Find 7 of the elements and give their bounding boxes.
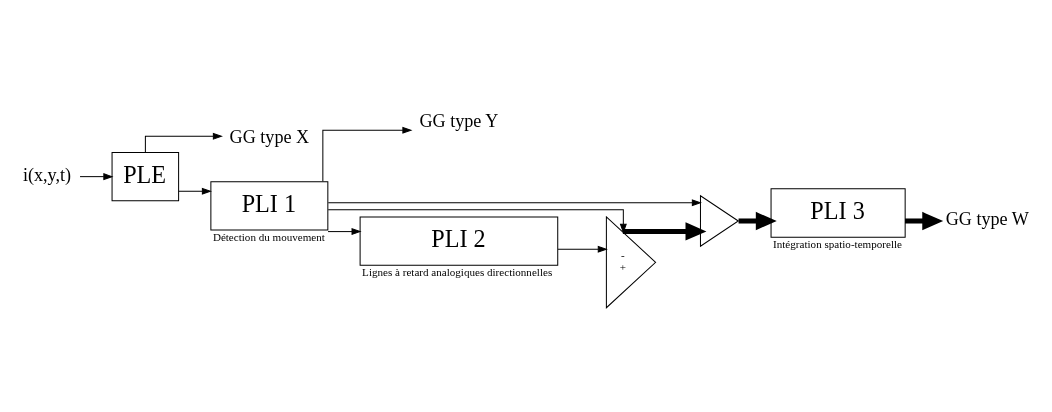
node-text: GG type Y: [419, 110, 499, 131]
node-text: i(x,y,t): [22, 165, 72, 186]
node-text: GG type X: [229, 126, 310, 147]
node-label: Lignes à retard analogiques directionnelles: [362, 266, 553, 279]
node-text: GG type W: [945, 209, 1029, 230]
node-label: Intégration spatio-temporelle: [773, 238, 902, 251]
node-label: Détection du mouvement: [212, 230, 325, 243]
